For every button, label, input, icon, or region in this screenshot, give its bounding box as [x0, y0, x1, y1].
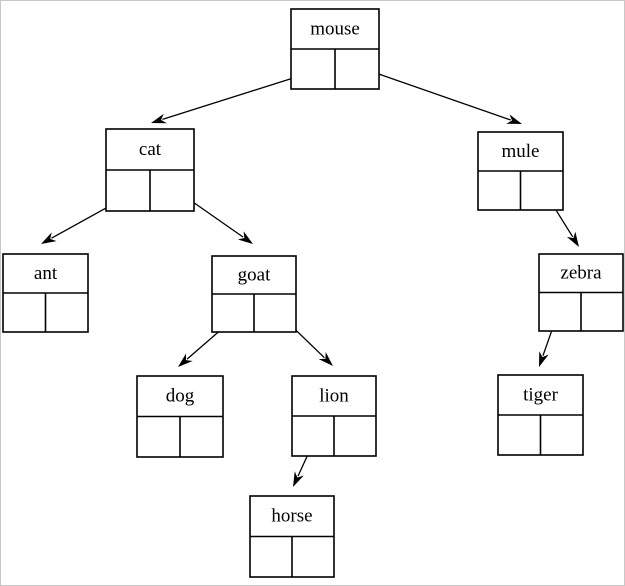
node-left-pointer-cell[interactable] [292, 416, 334, 456]
node-label-mouse: mouse [310, 18, 360, 39]
node-right-pointer-cell[interactable] [292, 537, 334, 578]
node-left-pointer-cell[interactable] [478, 171, 521, 210]
tree-node-lion[interactable]: lion [291, 375, 377, 457]
edge-arrowhead [151, 113, 167, 124]
node-left-pointer-cell[interactable] [212, 294, 254, 332]
tree-node-ant[interactable]: ant [2, 253, 89, 333]
node-label-goat: goat [238, 264, 271, 285]
node-left-pointer-cell[interactable] [250, 537, 292, 578]
tree-node-tiger[interactable]: tiger [497, 374, 584, 456]
node-left-pointer-cell[interactable] [291, 49, 335, 89]
edge-arrowhead [293, 471, 304, 487]
node-left-pointer-cell[interactable] [498, 415, 541, 455]
tree-node-mouse[interactable]: mouse [290, 8, 380, 90]
edge-arrowhead [318, 351, 333, 366]
node-right-pointer-cell[interactable] [334, 416, 376, 456]
node-label-cat: cat [139, 139, 162, 160]
node-label-ant: ant [34, 263, 58, 284]
tree-node-horse[interactable]: horse [249, 495, 335, 578]
node-left-pointer-cell[interactable] [539, 293, 581, 332]
node-right-pointer-cell[interactable] [46, 293, 89, 332]
node-right-pointer-cell[interactable] [335, 49, 379, 89]
node-left-pointer-cell[interactable] [3, 293, 46, 332]
node-label-lion: lion [319, 385, 349, 406]
node-right-pointer-cell[interactable] [180, 417, 223, 458]
edge-arrowhead [178, 353, 193, 367]
node-label-horse: horse [271, 506, 312, 527]
tree-node-mule[interactable]: mule [477, 131, 564, 211]
tree-node-dog[interactable]: dog [136, 375, 224, 458]
node-left-pointer-cell[interactable] [137, 417, 180, 458]
node-right-pointer-cell[interactable] [254, 294, 296, 332]
node-right-pointer-cell[interactable] [581, 293, 623, 332]
node-label-mule: mule [502, 141, 540, 162]
node-right-pointer-cell[interactable] [541, 415, 584, 455]
edge-arrowhead [539, 351, 549, 367]
edge-arrowhead [506, 114, 522, 124]
node-right-pointer-cell[interactable] [521, 171, 564, 210]
node-right-pointer-cell[interactable] [150, 170, 194, 211]
edge-arrowhead [566, 231, 579, 247]
node-label-dog: dog [166, 386, 195, 407]
edge-arrowhead [41, 232, 57, 244]
node-label-zebra: zebra [560, 263, 602, 284]
edge-arrowhead [237, 231, 253, 244]
tree-node-cat[interactable]: cat [105, 128, 195, 212]
node-label-tiger: tiger [523, 384, 558, 405]
tree-node-goat[interactable]: goat [211, 255, 297, 333]
node-left-pointer-cell[interactable] [106, 170, 150, 211]
tree-node-zebra[interactable]: zebra [538, 253, 624, 332]
nodes-layer: mouse cat mule ant goat zebra dog lion tiger hors… [2, 8, 624, 578]
